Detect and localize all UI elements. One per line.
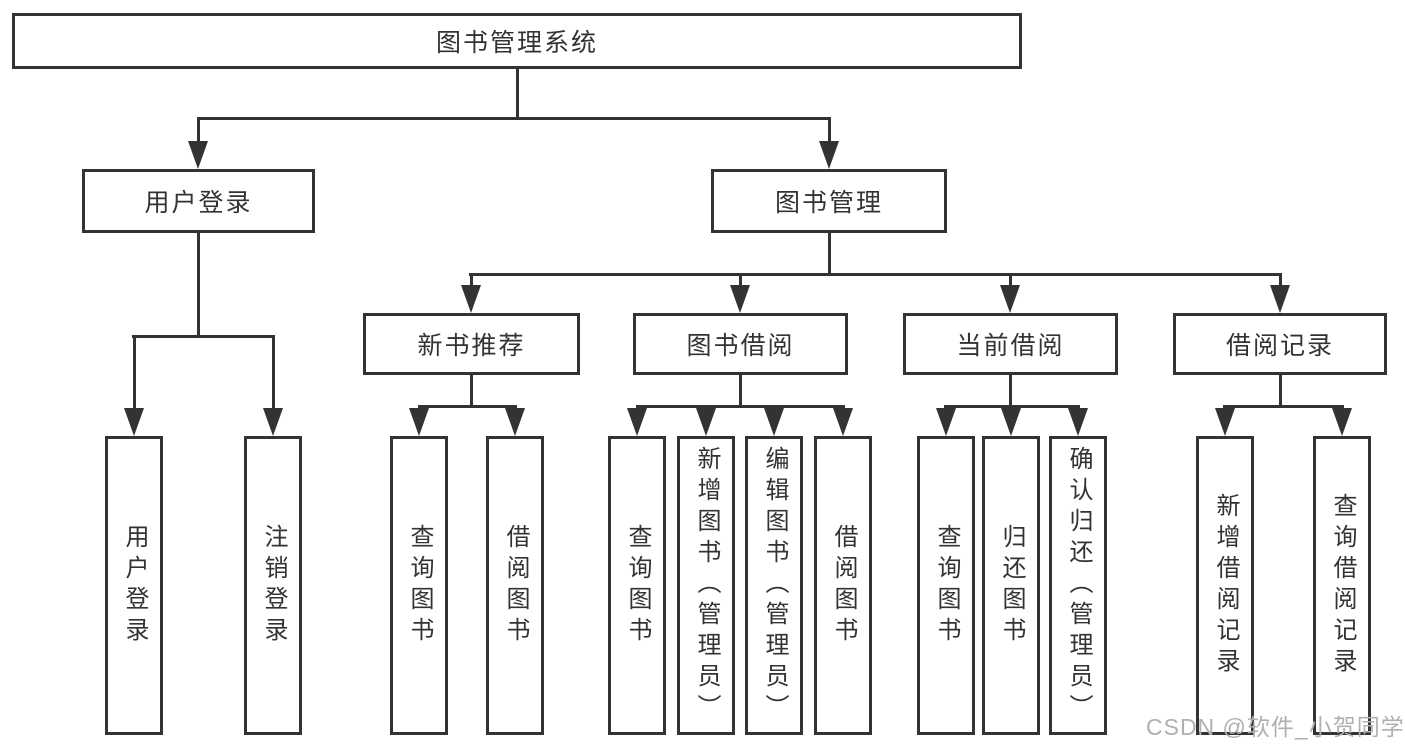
connector-v-line <box>132 335 136 413</box>
arrowhead-down-icon <box>188 141 208 169</box>
leaf-newrec-query-book: 查询图书 <box>390 436 448 735</box>
leaf-add-borrow-record-label: 新增借阅记录 <box>1212 492 1239 679</box>
leaf-borrowing-query-book: 查询图书 <box>608 436 666 735</box>
arrowhead-down-icon <box>1068 408 1088 436</box>
leaf-newrec-borrow-book-label: 借阅图书 <box>502 523 529 648</box>
csdn-watermark: CSDN @软件_小贺同学 <box>1146 714 1405 740</box>
leaf-confirm-return-admin: 确认归还（管理员） <box>1049 436 1107 735</box>
connector-v-line <box>469 375 473 407</box>
connector-v-line <box>1008 273 1012 290</box>
node-root-label: 图书管理系统 <box>435 29 598 57</box>
arrowhead-down-icon <box>696 408 716 436</box>
node-book-management-label: 图书管理 <box>774 189 883 217</box>
connector-h-line <box>418 405 517 408</box>
connector-h-line <box>1223 405 1343 408</box>
leaf-borrowing-query-book-label: 查询图书 <box>624 523 651 648</box>
leaf-add-book-admin-label: 新增图书（管理员） <box>693 446 720 725</box>
connector-v-line <box>1008 375 1012 407</box>
node-root: 图书管理系统 <box>12 13 1022 69</box>
leaf-borrowing-borrow-book-label: 借阅图书 <box>830 523 857 648</box>
connector-v-line <box>827 233 831 276</box>
node-book-borrowing-label: 图书借阅 <box>686 332 795 360</box>
node-borrow-records-label: 借阅记录 <box>1225 332 1334 360</box>
node-current-borrowing-label: 当前借阅 <box>956 332 1065 360</box>
node-new-book-recommend: 新书推荐 <box>363 313 580 375</box>
leaf-logout-label: 注销登录 <box>260 523 287 648</box>
node-book-management: 图书管理 <box>711 169 947 233</box>
arrowhead-down-icon <box>730 285 750 313</box>
node-borrow-records: 借阅记录 <box>1173 313 1387 375</box>
leaf-borrowing-borrow-book: 借阅图书 <box>814 436 872 735</box>
leaf-return-book-label: 归还图书 <box>998 523 1025 648</box>
leaf-edit-book-admin: 编辑图书（管理员） <box>745 436 803 735</box>
arrowhead-down-icon <box>461 285 481 313</box>
leaf-newrec-query-book-label: 查询图书 <box>406 523 433 648</box>
arrowhead-down-icon <box>1215 408 1235 436</box>
arrowhead-down-icon <box>627 408 647 436</box>
leaf-logout: 注销登录 <box>244 436 302 735</box>
connector-v-line <box>196 233 200 337</box>
arrowhead-down-icon <box>833 408 853 436</box>
arrowhead-down-icon <box>1000 285 1020 313</box>
arrowhead-down-icon <box>1270 285 1290 313</box>
arrowhead-down-icon <box>263 408 283 436</box>
leaf-confirm-return-admin-label: 确认归还（管理员） <box>1065 446 1092 725</box>
arrowhead-down-icon <box>124 408 144 436</box>
connector-v-line <box>1278 273 1282 290</box>
leaf-current-query-book-label: 查询图书 <box>933 523 960 648</box>
leaf-newrec-borrow-book: 借阅图书 <box>486 436 544 735</box>
connector-h-line <box>132 335 275 338</box>
leaf-add-borrow-record: 新增借阅记录 <box>1196 436 1254 735</box>
leaf-add-book-admin: 新增图书（管理员） <box>677 436 735 735</box>
node-current-borrowing: 当前借阅 <box>903 313 1118 375</box>
node-book-borrowing: 图书借阅 <box>633 313 848 375</box>
connector-v-line <box>1278 375 1282 407</box>
arrowhead-down-icon <box>936 408 956 436</box>
connector-v-line <box>738 375 742 407</box>
node-user-login: 用户登录 <box>82 169 315 233</box>
leaf-return-book: 归还图书 <box>982 436 1040 735</box>
leaf-query-borrow-record-label: 查询借阅记录 <box>1329 492 1356 679</box>
arrowhead-down-icon <box>505 408 525 436</box>
node-user-login-label: 用户登录 <box>144 189 253 217</box>
connector-v-line <box>469 273 473 290</box>
connector-v-line <box>738 273 742 290</box>
leaf-edit-book-admin-label: 编辑图书（管理员） <box>761 446 788 725</box>
leaf-user-login: 用户登录 <box>105 436 163 735</box>
arrowhead-down-icon <box>819 141 839 169</box>
arrowhead-down-icon <box>1332 408 1352 436</box>
connector-v-line <box>196 117 200 146</box>
connector-v-line <box>515 69 519 120</box>
connector-h-line <box>197 117 831 120</box>
connector-v-line <box>827 117 831 146</box>
arrowhead-down-icon <box>1001 408 1021 436</box>
connector-h-line <box>469 273 1282 276</box>
arrowhead-down-icon <box>409 408 429 436</box>
connector-v-line <box>271 335 275 413</box>
node-new-book-recommend-label: 新书推荐 <box>417 332 526 360</box>
arrowhead-down-icon <box>764 408 784 436</box>
leaf-query-borrow-record: 查询借阅记录 <box>1313 436 1371 735</box>
leaf-user-login-label: 用户登录 <box>121 523 148 648</box>
leaf-current-query-book: 查询图书 <box>917 436 975 735</box>
